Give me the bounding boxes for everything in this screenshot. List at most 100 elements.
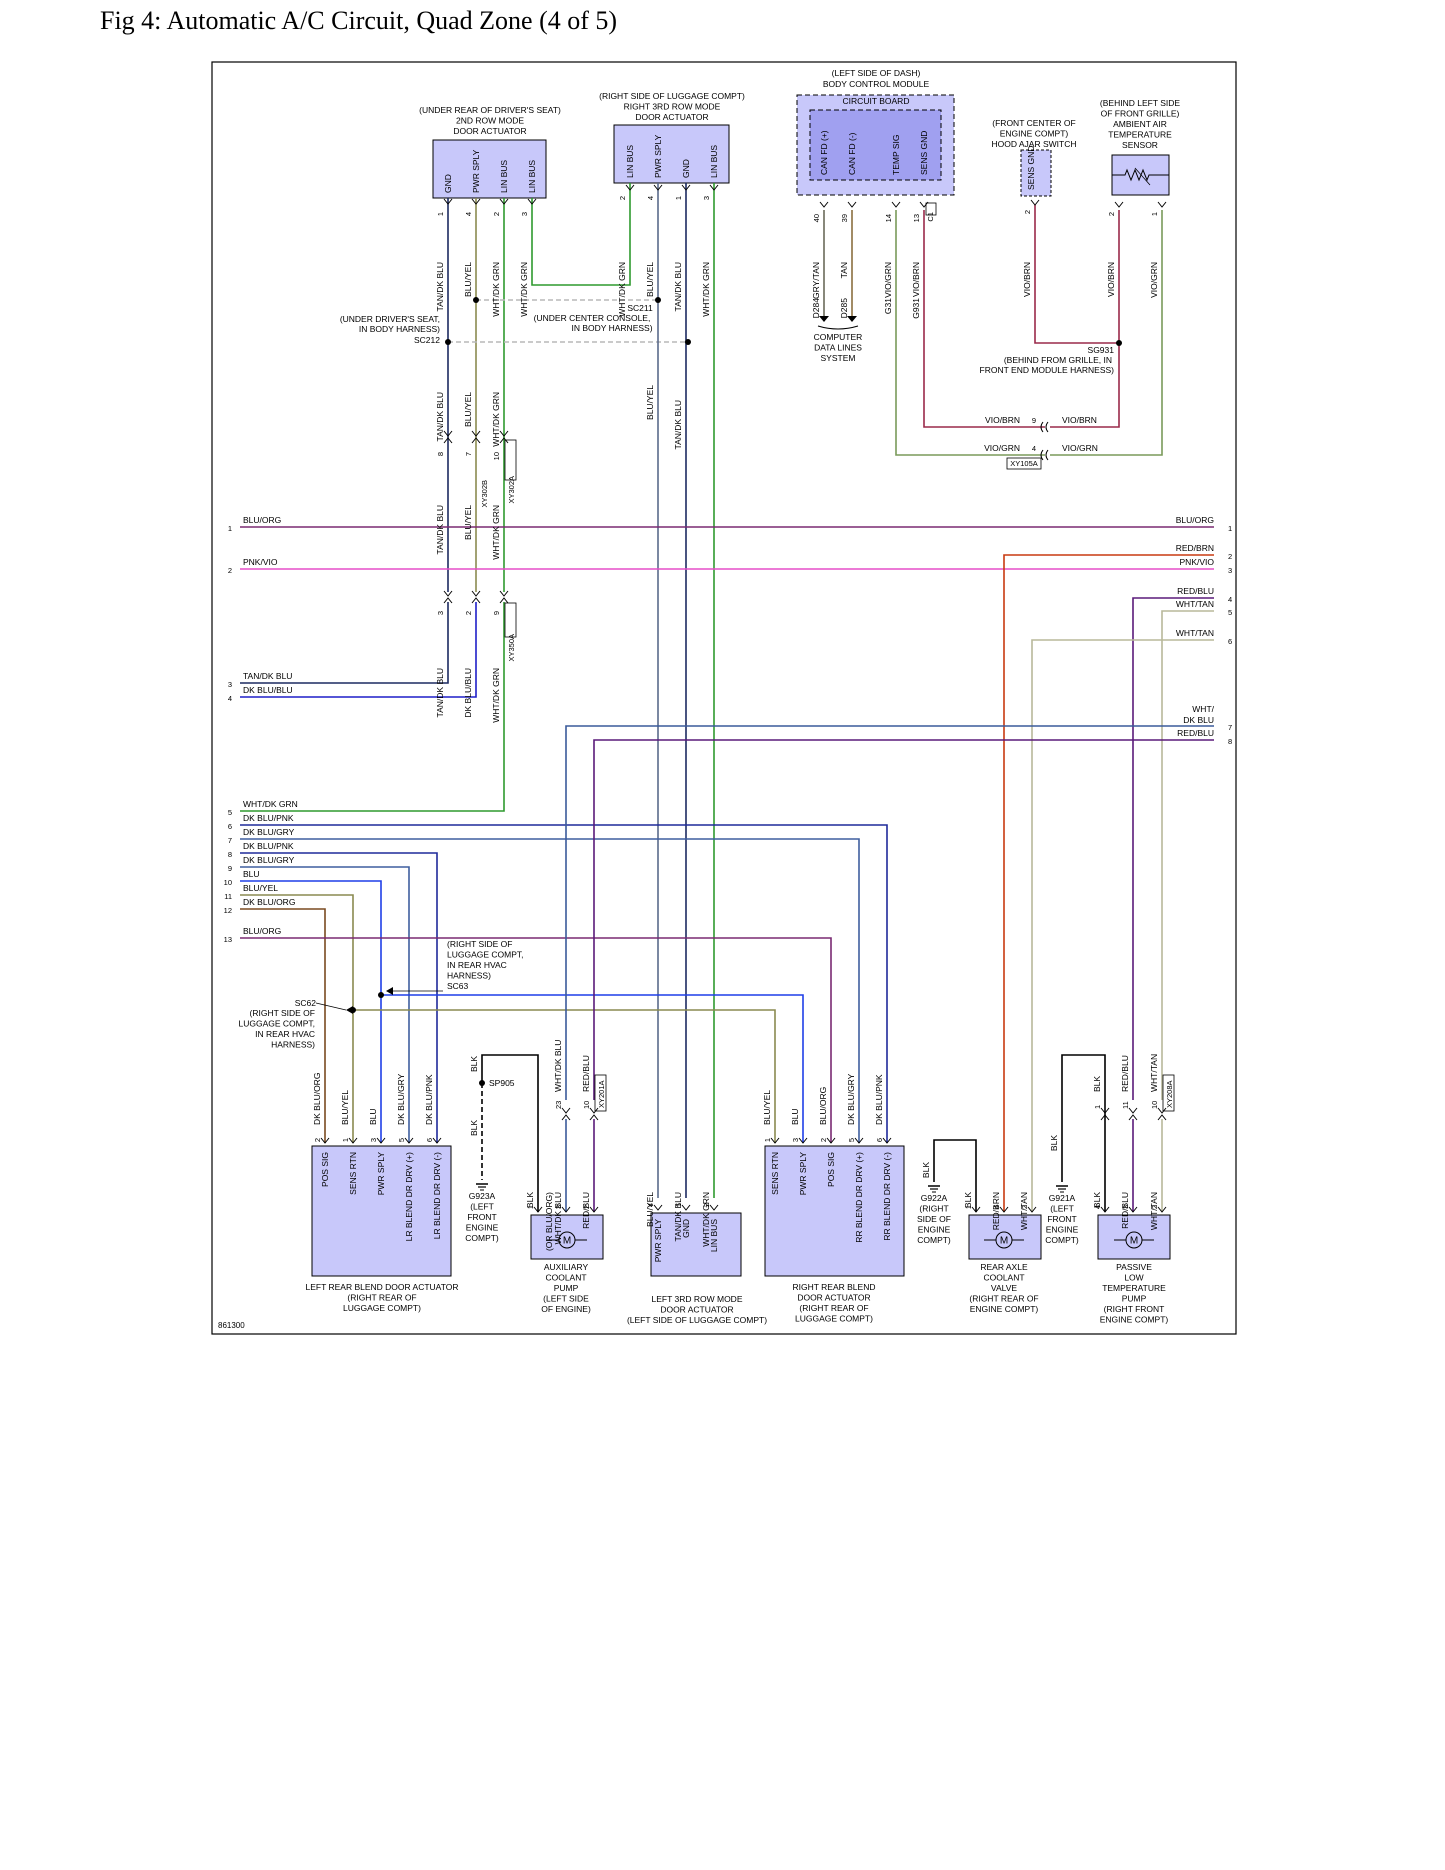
wire-label: VIO/GRN — [883, 262, 893, 298]
pin-number: 2 — [582, 1205, 591, 1209]
pin-number: 4 — [1032, 444, 1036, 453]
pin-number: 1 — [674, 196, 683, 200]
wire-red-brn — [1003, 554, 1214, 1212]
pin-number: 2 — [1020, 1205, 1029, 1209]
wire-label: BLK — [921, 1162, 931, 1178]
pin-label: LIN BUS — [499, 160, 509, 193]
splice-sp905 — [479, 1080, 485, 1086]
wire-label: DK BLU/GRY — [396, 1073, 406, 1125]
diagram-frame — [211, 61, 1237, 1335]
wire-label: WHT/DK GRN — [701, 1192, 711, 1247]
connector-chevron — [1100, 1114, 1110, 1121]
connector-chevron — [443, 597, 453, 604]
wire-blk — [481, 1054, 539, 1212]
thermistor-icon — [1112, 168, 1169, 182]
circuit-id: D285 — [839, 298, 849, 319]
splice-dot — [685, 339, 691, 345]
wire-label: BLU/YEL — [762, 1090, 772, 1125]
pin-number: 2 — [702, 1203, 711, 1207]
terminal-label: WHT/TAN — [1176, 599, 1214, 609]
wire-label: BLU/YEL — [645, 262, 655, 297]
ground-g922-label: SIDE OF — [917, 1214, 951, 1224]
ground-g923-label: COMPT) — [465, 1233, 499, 1243]
arrow-icon — [386, 987, 393, 995]
pin-label: PWR SPLY — [471, 149, 481, 193]
splice-sg931 — [1116, 340, 1122, 346]
pin-label: CAN FD (-) — [847, 132, 857, 175]
pin-label: LIN BUS — [709, 145, 719, 178]
terminal-label: RED/BRN — [1176, 543, 1214, 553]
ground-g921-label: G921A — [1049, 1193, 1076, 1203]
terminal-number: 6 — [1228, 637, 1232, 646]
connector-chevron — [499, 430, 509, 437]
connector-chevron — [320, 1137, 330, 1144]
terminal-label: BLU/ORG — [1176, 515, 1214, 525]
connector-chevron — [1128, 1107, 1138, 1114]
wire-label: BLU/YEL — [463, 262, 473, 297]
ground-g923-label: (LEFT — [470, 1202, 494, 1212]
wire-label: RED/BRN — [991, 1192, 1001, 1230]
splice-sc63-label: (RIGHT SIDE OF — [447, 939, 513, 949]
down-arrow-icon — [847, 316, 857, 322]
wire-label: VIO/BRN — [1022, 262, 1032, 297]
pin-number: 5 — [397, 1138, 406, 1142]
connector-chevron — [376, 1137, 386, 1144]
terminal-label: DK BLU/GRY — [243, 855, 295, 865]
ground-g922-label: ENGINE — [918, 1225, 951, 1235]
splice-sc63 — [378, 992, 384, 998]
splice-label: SG931 — [1088, 345, 1115, 355]
wire-label: BLK — [469, 1056, 479, 1072]
connector-id-box — [1006, 457, 1042, 470]
component-2nd-row-label: (UNDER REAR OF DRIVER'S SEAT) — [419, 105, 561, 115]
component-passive-low-temp-pump — [1097, 1214, 1171, 1260]
connector-chevron — [561, 1206, 571, 1213]
wire-dk-blu-blu — [240, 602, 477, 698]
splice-sc211 — [655, 297, 661, 303]
terminal-label: WHT/DK GRN — [243, 799, 298, 809]
left-3rd-row-label: DOOR ACTUATOR — [660, 1305, 733, 1315]
ground-g923-label: FRONT — [467, 1212, 496, 1222]
connector-id-box — [504, 602, 517, 638]
terminal-number: 3 — [228, 680, 232, 689]
connector-chevron — [971, 1206, 981, 1213]
bcm-label: BODY CONTROL MODULE — [823, 79, 930, 89]
connector-chevron — [681, 184, 691, 191]
auxiliary-pump-label: OF ENGINE) — [541, 1304, 591, 1314]
terminal-label: PNK/VIO — [243, 557, 278, 567]
pin-number: 2 — [464, 611, 473, 615]
connector-chevron — [891, 201, 901, 208]
wire-label: RED/BLU — [1120, 1055, 1130, 1092]
computer-data-lines-label: SYSTEM — [821, 353, 856, 363]
connector-chevron — [443, 198, 453, 205]
wire-vio-grn — [895, 210, 1045, 456]
wire-label: VIO/GRN — [1062, 443, 1098, 453]
ground-g923-label: G923A — [469, 1191, 496, 1201]
terminal-label: TAN/DK BLU — [243, 671, 292, 681]
splice-sc63-label: SC63 — [447, 981, 469, 991]
wire-label: TAN — [839, 262, 849, 278]
connector-chevron — [999, 1206, 1009, 1213]
connector-chevron — [625, 184, 635, 191]
pin-number: 3 — [520, 212, 529, 216]
connector-chevron — [1157, 201, 1167, 208]
passive-pump-label: PUMP — [1122, 1294, 1147, 1304]
connector-chevron — [471, 198, 481, 205]
motor-label: M — [1000, 1236, 1008, 1247]
terminal-number: 8 — [1228, 737, 1232, 746]
connector-chevron — [1157, 1114, 1167, 1121]
pin-number: 2 — [618, 196, 627, 200]
motor-label: M — [563, 1236, 571, 1247]
splice-label: (UNDER DRIVER'S SEAT, — [340, 314, 440, 324]
pin-label: GND — [681, 159, 691, 178]
terminal-number: 10 — [224, 878, 232, 887]
connector-chevron — [1030, 199, 1040, 206]
wire-label: (OR BLU/ORG) — [544, 1192, 554, 1251]
terminal-label: WHT/TAN — [1176, 628, 1214, 638]
connector-id-box — [1162, 1074, 1175, 1112]
wire-label: VIO/BRN — [911, 262, 921, 297]
splice-label: SP905 — [489, 1078, 515, 1088]
wire-label: BLU/YEL — [645, 1192, 655, 1227]
connector-chevron — [589, 1114, 599, 1121]
auxiliary-pump-label: PUMP — [554, 1283, 579, 1293]
connector-chevron — [1045, 421, 1049, 433]
